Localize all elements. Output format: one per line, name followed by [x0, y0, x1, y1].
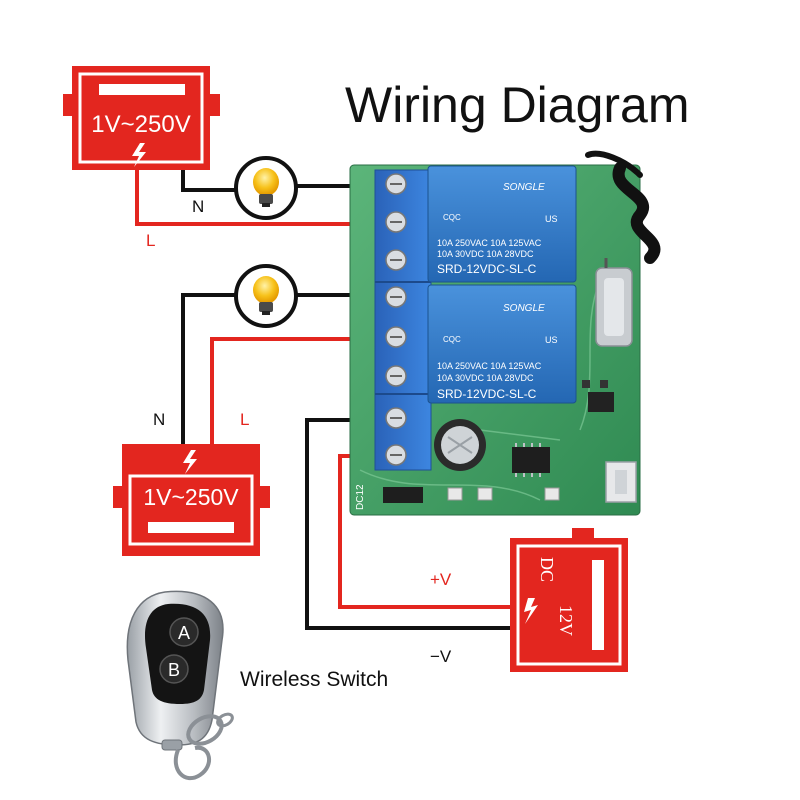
button-a[interactable]: [169, 617, 199, 647]
terminal-screw[interactable]: [385, 173, 407, 195]
board-label: DC12: [355, 484, 366, 510]
light-bulb-icon: [234, 156, 298, 220]
lightning-icon: [524, 598, 538, 624]
supply-bottom-voltage: 1V~250V: [143, 484, 239, 510]
label-dc-negative: −V: [430, 647, 452, 666]
relay-1-model: SRD-12VDC-SL-C: [437, 262, 537, 276]
relay-1: SONGLE CQC US 10A 250VAC 10A 125VAC 10A …: [427, 165, 577, 283]
relay-2: SONGLE CQC US 10A 250VAC 10A 125VAC 10A …: [427, 284, 577, 404]
ic-chip: [512, 443, 550, 477]
wire-bottom-live: [210, 337, 392, 445]
relay-2-model: SRD-12VDC-SL-C: [437, 387, 537, 401]
terminal-screw[interactable]: [385, 407, 407, 429]
terminal-screw[interactable]: [385, 365, 407, 387]
relay-1-rating-2: 10A 30VDC 10A 28VDC: [437, 249, 534, 259]
wire-top-live: [135, 168, 392, 226]
relay-2-brand: SONGLE: [503, 303, 545, 314]
button-a-label: A: [178, 623, 190, 643]
label-dc-positive: +V: [430, 570, 452, 589]
button-b-label: B: [168, 660, 180, 680]
wire-bottom-neutral: [181, 293, 238, 445]
push-button[interactable]: [605, 461, 637, 503]
resistor: [447, 487, 463, 501]
lightning-icon: [132, 143, 146, 167]
terminal-screw[interactable]: [385, 286, 407, 308]
relay-1-cert2: US: [545, 214, 558, 224]
battery-voltage: 12V: [556, 605, 576, 636]
label-top-neutral: N: [192, 197, 204, 216]
antenna-icon: [585, 150, 661, 268]
wire-top-neutral: [181, 168, 238, 192]
resistor: [477, 487, 493, 501]
supply-top: 1V~250V: [63, 66, 220, 170]
relay-2-rating-2: 10A 30VDC 10A 28VDC: [437, 373, 534, 383]
relay-1-rating-1: 10A 250VAC 10A 125VAC: [437, 238, 542, 248]
relay-2-cert2: US: [545, 335, 558, 345]
battery-type: DC: [537, 557, 557, 582]
relay-board: SONGLE CQC US 10A 250VAC 10A 125VAC 10A …: [349, 150, 661, 516]
relay-1-brand: SONGLE: [503, 182, 545, 193]
supply-bottom: 1V~250V: [113, 444, 270, 556]
terminal-screw[interactable]: [385, 444, 407, 466]
terminal-screw[interactable]: [385, 211, 407, 233]
transistor: [582, 380, 614, 412]
relay-1-cert1: CQC: [443, 213, 461, 222]
supply-top-voltage: 1V~250V: [91, 111, 190, 138]
light-bulb-icon: [234, 264, 298, 328]
crystal-oscillator: [595, 267, 633, 347]
label-bottom-live: L: [240, 410, 249, 429]
resistor: [544, 487, 560, 501]
lightning-icon: [183, 450, 197, 474]
relay-2-rating-1: 10A 250VAC 10A 125VAC: [437, 361, 542, 371]
button-b[interactable]: [159, 654, 189, 684]
diagram-title: Wiring Diagram: [345, 77, 690, 133]
remote-label: Wireless Switch: [240, 668, 388, 691]
label-top-live: L: [146, 231, 155, 250]
terminal-screw[interactable]: [385, 249, 407, 271]
battery-dc12v: DC 12V: [510, 528, 628, 672]
terminal-block: [374, 169, 432, 471]
capacitor: [434, 419, 486, 471]
relay-2-cert1: CQC: [443, 335, 461, 344]
remote-control[interactable]: A B: [126, 590, 224, 751]
terminal-screw[interactable]: [385, 326, 407, 348]
key-ring-icon: [173, 712, 234, 781]
label-bottom-neutral: N: [153, 410, 165, 429]
diode: [383, 487, 423, 503]
